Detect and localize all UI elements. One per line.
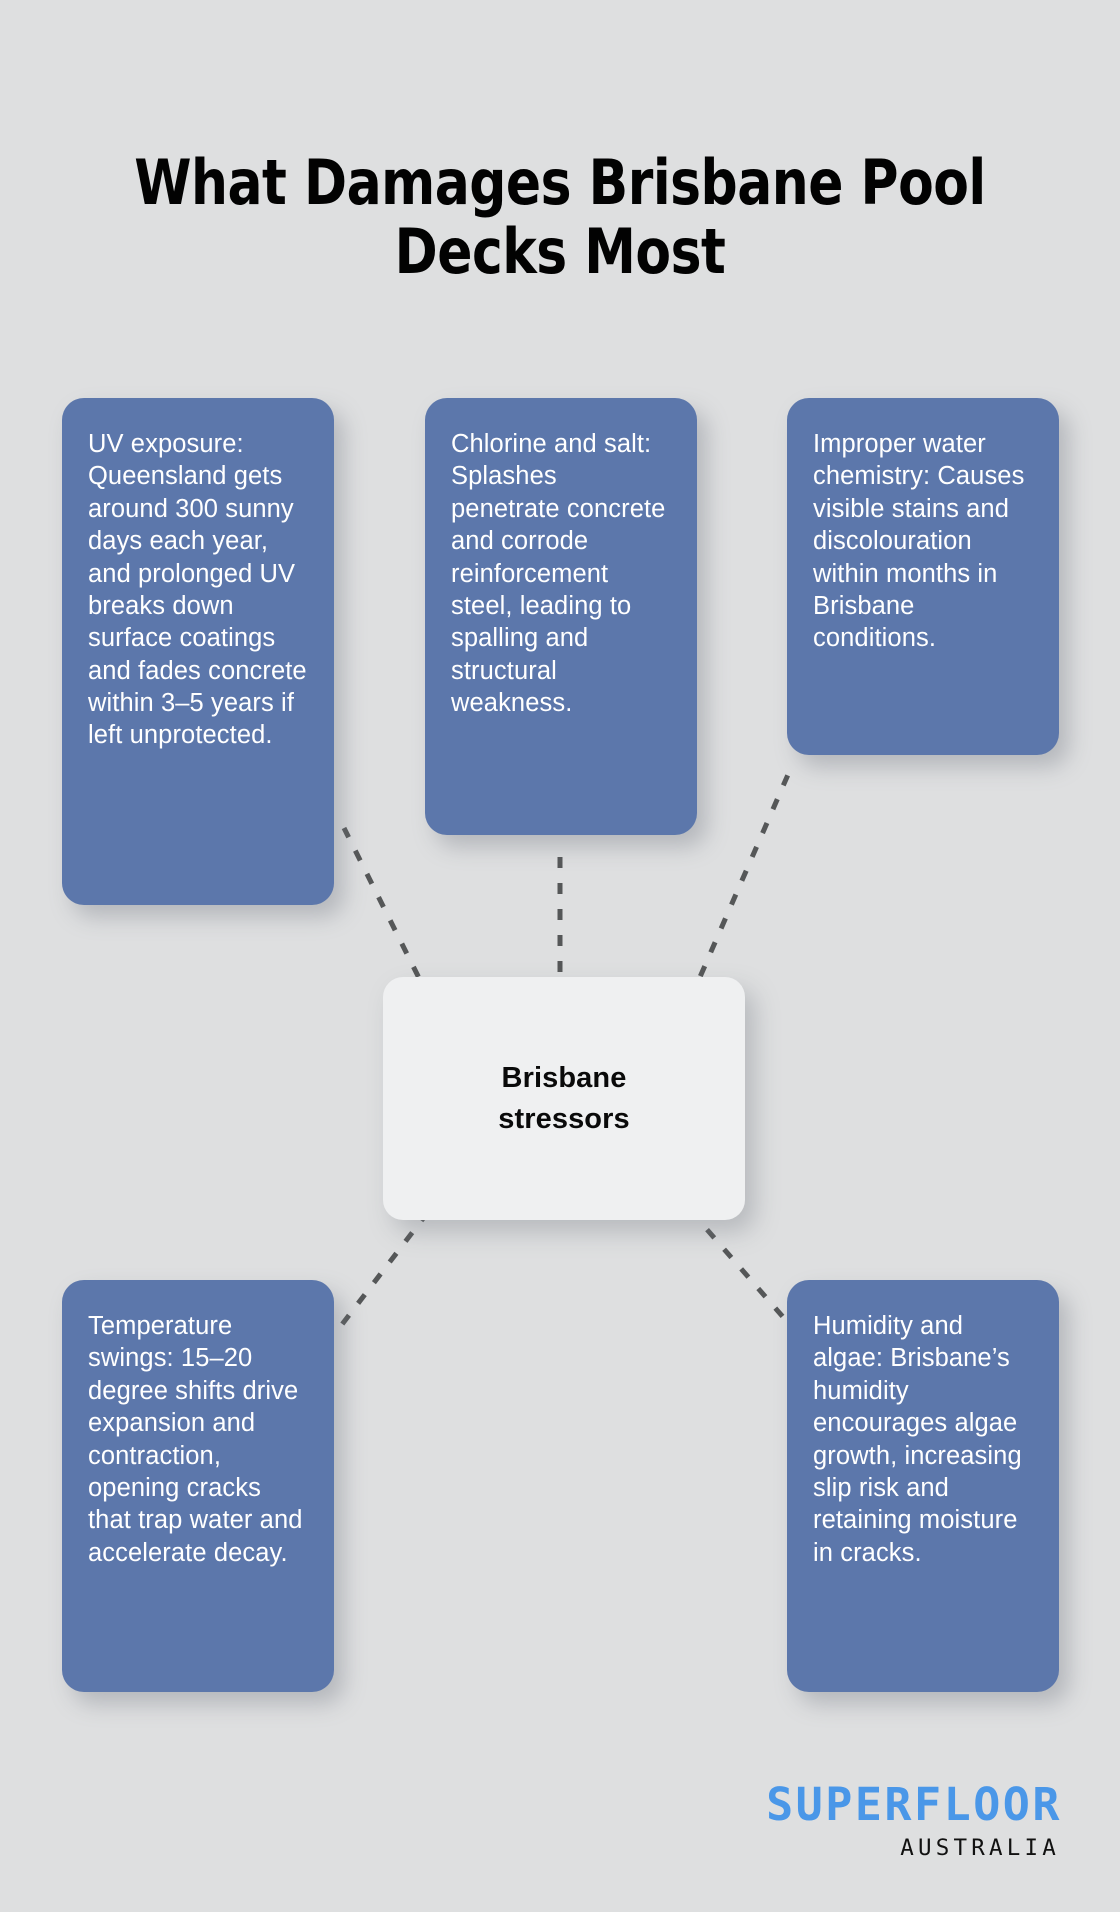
stressor-card-text: Humidity and algae: Brisbane’s humidity … [813,1312,1022,1567]
connector-center-to-uv [341,826,433,1002]
center-node-brisbane-stressors: Brisbane stressors [383,977,745,1220]
stressor-card-text: UV exposure: Queensland gets around 300 … [88,430,307,750]
connector-center-to-temp [338,1210,430,1329]
brand-logo-subtitle: AUSTRALIA [900,1835,1060,1861]
stressor-card-chlorine-and-salt: Chlorine and salt: Splashes penetrate co… [425,398,697,835]
connector-center-to-chemistry [687,769,793,1001]
stressor-card-text: Improper water chemistry: Causes visible… [813,430,1025,653]
stressor-card-humidity-and-algae: Humidity and algae: Brisbane’s humidity … [787,1280,1059,1692]
stressor-card-text: Temperature swings: 15–20 degree shifts … [88,1312,303,1567]
page-title: What Damages Brisbane Pool Decks Most [134,145,986,288]
stressor-card-improper-water-chemistry: Improper water chemistry: Causes visible… [787,398,1059,755]
stressor-card-temperature-swings: Temperature swings: 15–20 degree shifts … [62,1280,334,1692]
brand-logo-wordmark: SUPERFLOOR [766,1778,1062,1831]
center-node-label: Brisbane stressors [498,1062,630,1135]
stressor-card-uv-exposure: UV exposure: Queensland gets around 300 … [62,398,334,905]
stressor-card-text: Chlorine and salt: Splashes penetrate co… [451,430,666,717]
connector-center-to-humidity [688,1208,792,1327]
brand-logo: SUPERFLOOR AUSTRALIA [766,1782,1062,1860]
